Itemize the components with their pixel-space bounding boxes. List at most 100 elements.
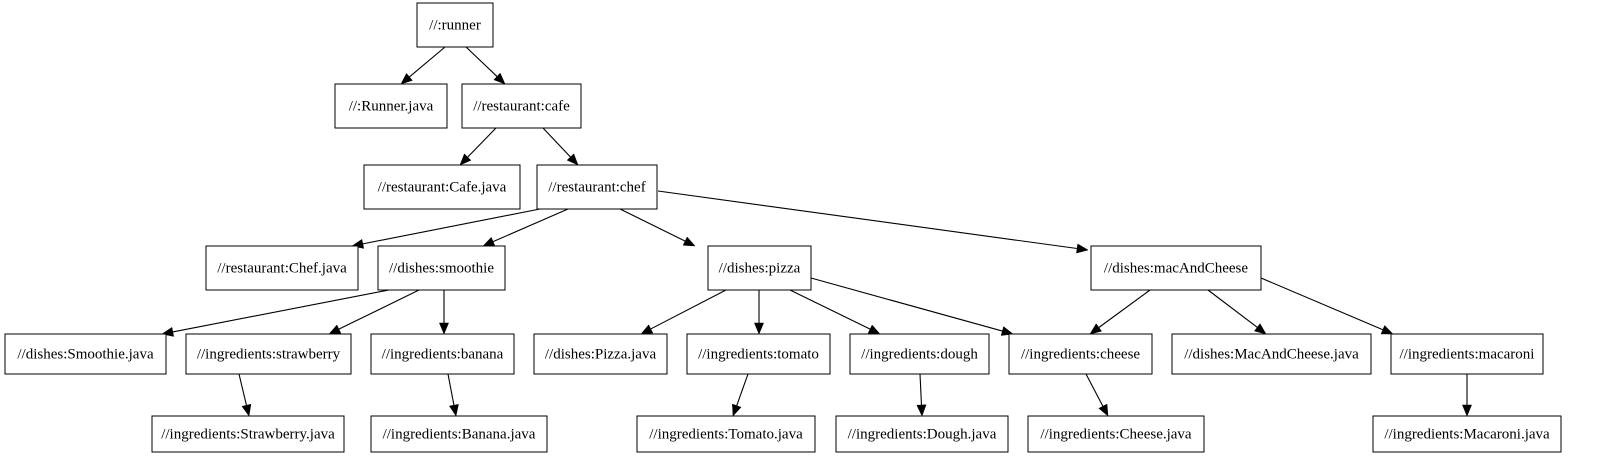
graph-node-pizza_java[interactable]: //dishes:Pizza.java (533, 333, 668, 375)
node-label: //:Runner.java (349, 98, 434, 114)
node-label: //:runner (429, 17, 481, 33)
node-box[interactable] (636, 415, 816, 453)
graph-edge (439, 290, 449, 335)
graph-node-ing_cheese[interactable]: //ingredients:cheese (1008, 333, 1153, 375)
edge-arrowhead (1076, 243, 1089, 254)
edge-line (338, 289, 420, 330)
graph-node-chef_java[interactable]: //restaurant:Chef.java (205, 245, 359, 291)
graph-node-dishes_smoothie[interactable]: //dishes:smoothie (377, 245, 506, 291)
edge-arrowhead (241, 403, 252, 417)
edge-arrowhead (916, 404, 927, 417)
graph-node-runner[interactable]: //:runner (416, 2, 494, 48)
graph-node-dishes_macandchs[interactable]: //dishes:macAndCheese (1090, 245, 1262, 291)
graph-node-cafe_java[interactable]: //restaurant:Cafe.java (363, 164, 521, 210)
node-box[interactable] (536, 164, 658, 210)
graph-edge (328, 289, 420, 335)
node-box[interactable] (1390, 333, 1544, 375)
graph-edge (482, 208, 569, 247)
graph-node-macandcheese_java[interactable]: //dishes:MacAndCheese.java (1171, 333, 1372, 375)
edge-line (447, 373, 455, 406)
edge-line (467, 127, 497, 158)
graph-node-ing_banana[interactable]: //ingredients:banana (370, 333, 515, 375)
graph-node-ing_dough[interactable]: //ingredients:dough (849, 333, 990, 375)
graph-edge (447, 373, 459, 417)
node-box[interactable] (533, 333, 668, 375)
graph-edge (1207, 289, 1267, 335)
graph-edge (1089, 289, 1151, 335)
node-label: //restaurant:chef (548, 179, 645, 195)
node-label: //ingredients:Strawberry.java (161, 426, 335, 442)
node-box[interactable] (1372, 415, 1562, 453)
node-label: //ingredients:Cheese.java (1040, 426, 1192, 442)
graph-edge (657, 190, 1089, 254)
node-box[interactable] (416, 2, 494, 48)
graph-edge (542, 127, 579, 166)
node-box[interactable] (4, 333, 167, 375)
graph-edge (1462, 374, 1472, 417)
node-box[interactable] (1171, 333, 1372, 375)
graph-node-runner_java[interactable]: //:Runner.java (334, 83, 448, 129)
edge-arrowhead (566, 153, 579, 166)
graph-node-dough_java[interactable]: //ingredients:Dough.java (835, 415, 1009, 453)
edge-arrowhead (493, 72, 506, 85)
node-box[interactable] (1008, 333, 1153, 375)
graph-edge (1085, 373, 1109, 417)
node-box[interactable] (1090, 245, 1262, 291)
edge-line (650, 289, 727, 330)
node-box[interactable] (151, 415, 345, 453)
node-box[interactable] (377, 245, 506, 291)
graph-node-ing_tomato[interactable]: //ingredients:tomato (686, 333, 831, 375)
graph-node-smoothie_java[interactable]: //dishes:Smoothie.java (4, 333, 167, 375)
node-box[interactable] (461, 83, 582, 129)
graph-node-strawberry_java[interactable]: //ingredients:Strawberry.java (151, 415, 345, 453)
edge-line (172, 289, 390, 333)
node-box[interactable] (185, 333, 352, 375)
graph-edge (619, 208, 696, 247)
graph-edge (810, 277, 1014, 336)
node-box[interactable] (849, 333, 990, 375)
node-label: //dishes:macAndCheese (1104, 260, 1248, 276)
node-label: //ingredients:Macaroni.java (1384, 426, 1550, 442)
graph-node-ing_macaroni[interactable]: //ingredients:macaroni (1390, 333, 1544, 375)
edge-line (492, 208, 569, 243)
graph-node-dishes_pizza[interactable]: //dishes:pizza (707, 245, 812, 291)
graph-node-cheese_java[interactable]: //ingredients:Cheese.java (1027, 415, 1205, 453)
graph-node-banana_java[interactable]: //ingredients:Banana.java (370, 415, 548, 453)
node-label: //ingredients:tomato (698, 346, 819, 362)
edge-arrowhead (754, 322, 764, 335)
edge-arrowhead (732, 403, 742, 417)
edge-line (619, 208, 686, 242)
edge-arrowhead (459, 153, 472, 166)
node-box[interactable] (1027, 415, 1205, 453)
node-box[interactable] (835, 415, 1009, 453)
edge-line (1085, 373, 1104, 407)
edge-arrowhead (867, 324, 881, 335)
graph-node-ing_strawberry[interactable]: //ingredients:strawberry (185, 333, 352, 375)
edge-line (657, 190, 1078, 250)
edge-line (1207, 289, 1258, 328)
node-box[interactable] (370, 333, 515, 375)
graph-node-restaurant_cafe[interactable]: //restaurant:cafe (461, 83, 582, 129)
edge-line (362, 208, 541, 245)
node-label: //ingredients:Dough.java (848, 426, 997, 442)
node-box[interactable] (370, 415, 548, 453)
edge-arrowhead (640, 324, 654, 335)
edge-line (1098, 289, 1151, 328)
edge-arrowhead (1254, 323, 1267, 335)
edge-arrowhead (439, 322, 449, 335)
node-box[interactable] (686, 333, 831, 375)
node-label: //restaurant:cafe (473, 98, 570, 114)
graph-node-restaurant_chef[interactable]: //restaurant:chef (536, 164, 658, 210)
node-box[interactable] (707, 245, 812, 291)
edge-arrowhead (482, 236, 496, 247)
graph-node-macaroni_java[interactable]: //ingredients:Macaroni.java (1372, 415, 1562, 453)
node-box[interactable] (205, 245, 359, 291)
node-label: //restaurant:Chef.java (217, 260, 347, 276)
graph-node-tomato_java[interactable]: //ingredients:Tomato.java (636, 415, 816, 453)
node-box[interactable] (363, 164, 521, 210)
node-box[interactable] (334, 83, 448, 129)
edge-line (542, 127, 571, 158)
graph-edge (1260, 277, 1394, 335)
edge-arrowhead (449, 404, 459, 417)
